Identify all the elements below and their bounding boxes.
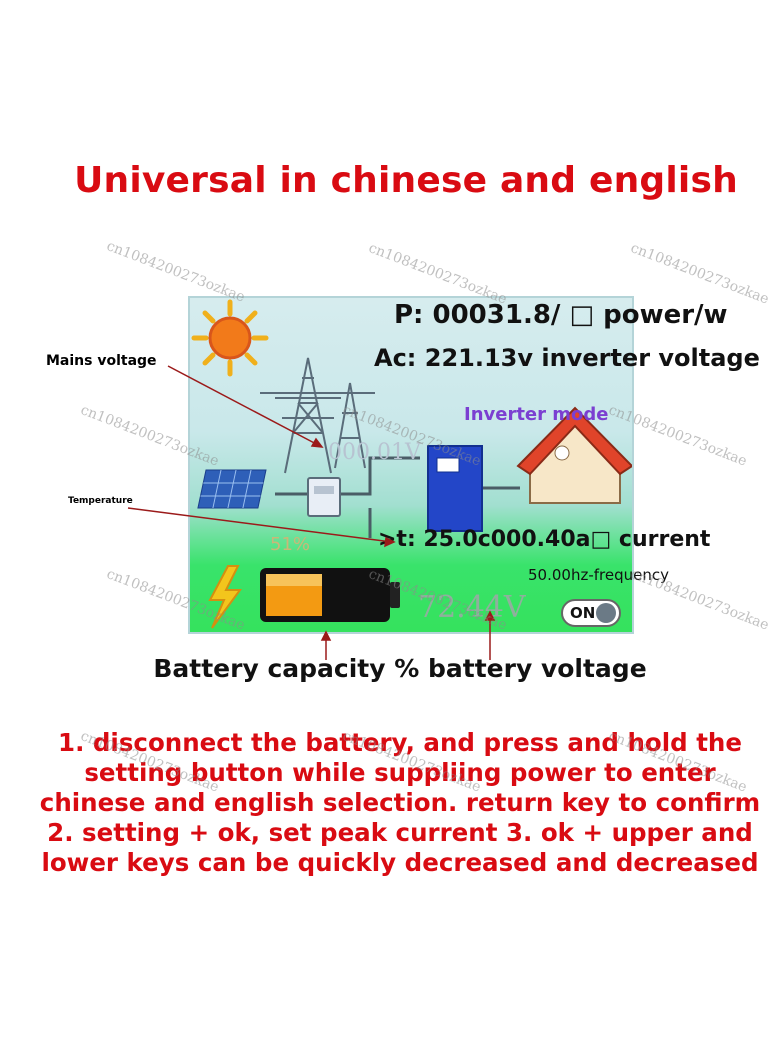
sun-icon bbox=[191, 299, 269, 377]
battery-percent-reading: 51% bbox=[270, 534, 311, 555]
controller-icon bbox=[307, 477, 341, 517]
instruction-line: setting button while suppliing power to … bbox=[84, 758, 716, 787]
instruction-line: chinese and english selection. return ke… bbox=[39, 788, 761, 817]
instruction-line: lower keys can be quickly decreased and … bbox=[41, 848, 759, 877]
battery-caption: Battery capacity % battery voltage bbox=[153, 654, 647, 683]
frequency-readout: 50.00hz-frequency bbox=[528, 566, 669, 584]
lcd-screen: 000.01V 51% 72.44V ON bbox=[188, 296, 634, 634]
mains-reading: 000.01V bbox=[328, 440, 421, 465]
temp-current-readout: >t: 25.0c000.40a□ current bbox=[378, 527, 711, 552]
house-icon bbox=[516, 406, 632, 504]
battery-icon bbox=[260, 568, 400, 622]
on-toggle bbox=[561, 599, 621, 627]
mains-voltage-label: Mains voltage bbox=[46, 353, 157, 369]
solar-panel-icon bbox=[197, 469, 267, 509]
page-title: Universal in chinese and english bbox=[74, 160, 738, 201]
power-readout: P: 00031.8/ □ power/w bbox=[394, 300, 728, 330]
ac-voltage-readout: Ac: 221.13v inverter voltage bbox=[374, 344, 760, 372]
inverter-icon bbox=[427, 445, 483, 532]
temperature-label: Temperature bbox=[68, 496, 133, 506]
on-label[interactable]: ON bbox=[570, 604, 596, 622]
battery-voltage-reading: 72.44V bbox=[418, 590, 526, 625]
lcd-graphics bbox=[191, 299, 632, 629]
lightning-icon bbox=[208, 565, 242, 629]
instruction-line: 2. setting + ok, set peak current 3. ok … bbox=[47, 818, 753, 847]
instructions: 1. disconnect the battery, and press and… bbox=[30, 728, 770, 878]
instruction-line: 1. disconnect the battery, and press and… bbox=[58, 728, 742, 757]
inverter-mode-label: Inverter mode bbox=[464, 404, 609, 425]
pylon-icon bbox=[260, 357, 375, 474]
